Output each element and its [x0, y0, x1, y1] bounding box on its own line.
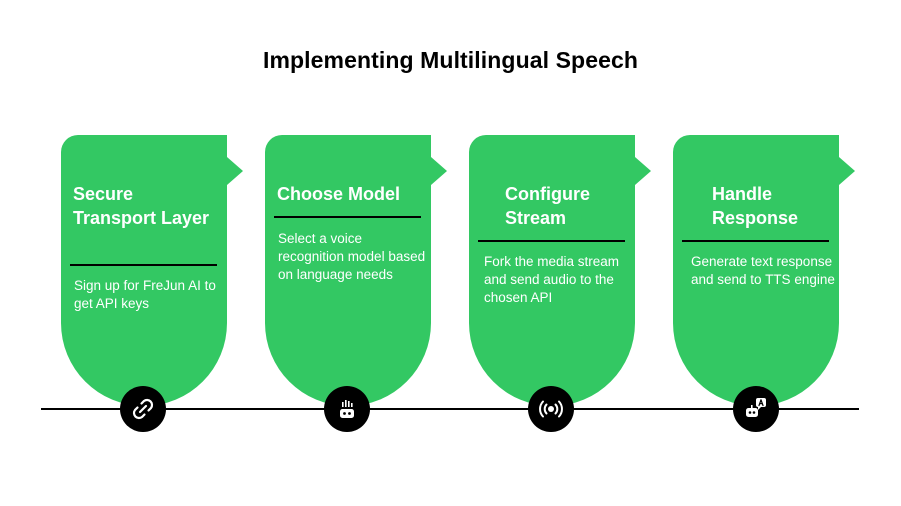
- broadcast-icon: [539, 400, 563, 418]
- step-description: Sign up for FreJun AI to get API keys: [74, 278, 216, 311]
- timeline-node-4: [733, 386, 779, 432]
- step-card-choose-model: Choose Model Select a voice recognition …: [265, 135, 450, 405]
- step-divider: [682, 240, 829, 242]
- link-chain-icon: [132, 398, 154, 420]
- step-heading: Configure Stream: [505, 184, 590, 228]
- step-divider: [478, 240, 625, 242]
- step-card-configure-stream: Configure Stream Fork the media stream a…: [469, 135, 654, 405]
- diagram-title: Implementing Multilingual Speech: [262, 47, 639, 73]
- step-description: Fork the media stream and send audio to …: [484, 254, 620, 305]
- timeline-node-3: [528, 386, 574, 432]
- step-card-shape: [265, 135, 447, 405]
- step-card-secure-transport: Secure Transport Layer Sign up for FreJu…: [61, 135, 246, 405]
- timeline-node-1: [120, 386, 166, 432]
- step-card-shape: [673, 135, 855, 405]
- step-heading: Handle Response: [712, 184, 799, 228]
- step-description: Generate text response and send to TTS e…: [691, 254, 835, 287]
- step-card-shape: [61, 135, 243, 405]
- step-divider: [274, 216, 421, 218]
- step-heading: Choose Model: [277, 184, 401, 204]
- robot-translate-icon: [746, 398, 766, 417]
- step-card-handle-response: Handle Response Generate text response a…: [673, 135, 858, 405]
- step-heading: Secure Transport Layer: [73, 184, 210, 228]
- timeline-node-2: [324, 386, 370, 432]
- timeline-line: [41, 408, 859, 410]
- step-description: Select a voice recognition model based o…: [278, 231, 426, 282]
- step-divider: [70, 264, 217, 266]
- step-card-shape: [469, 135, 651, 405]
- robot-voice-icon: [340, 400, 354, 418]
